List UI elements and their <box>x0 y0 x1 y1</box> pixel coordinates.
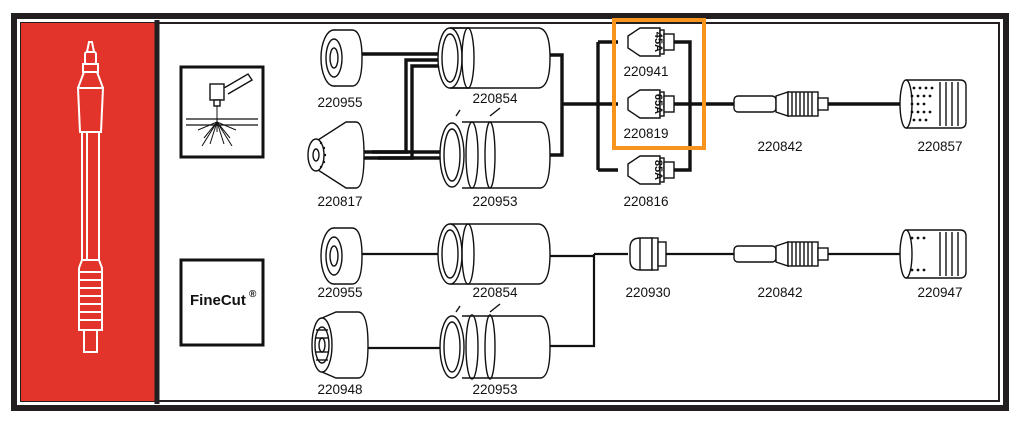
electrode-top: 220842 <box>733 91 829 154</box>
finecut-registered-mark: ® <box>249 289 257 300</box>
nozzle-65a: 65A 220819 <box>623 89 675 141</box>
shield-cup-row2: 220817 <box>307 121 365 209</box>
nozzle-85a: 85A 220816 <box>623 155 675 209</box>
part-number: 220953 <box>472 382 517 397</box>
retaining-cap-row3: 220854 <box>437 223 551 300</box>
torch-icon <box>76 41 105 353</box>
swirl-ring-top: 220857 <box>899 79 967 154</box>
amp-label: 45A <box>652 32 664 52</box>
part-number: 220955 <box>317 285 362 300</box>
shield-cup-row3: 220955 <box>317 227 363 300</box>
part-number: 220842 <box>757 139 802 154</box>
swirl-ring-bottom: 220947 <box>899 229 967 300</box>
nozzle-45a: 45A 220941 <box>623 27 675 79</box>
part-number: 220842 <box>757 285 802 300</box>
electrode-bottom: 220842 <box>733 241 829 300</box>
shield-cup-row4: 220948 <box>311 311 369 397</box>
part-number: 220857 <box>917 139 962 154</box>
torch-panel <box>21 23 156 401</box>
part-number: 220930 <box>625 285 670 300</box>
part-number: 220948 <box>317 382 362 397</box>
amp-label: 85A <box>652 160 664 180</box>
finecut-box: FineCut ® <box>179 258 265 347</box>
part-number: 220819 <box>623 126 668 141</box>
retaining-cap-row2: 220953 <box>439 107 551 209</box>
highlight-box <box>612 18 706 150</box>
part-number: 220854 <box>472 91 518 106</box>
connection-lines <box>362 40 902 350</box>
cutting-process-icon <box>179 65 265 159</box>
part-number: 220854 <box>472 285 518 300</box>
amp-label: 65A <box>652 94 664 114</box>
nozzle-finecut: 220930 <box>625 237 671 300</box>
part-number: 220955 <box>317 95 362 110</box>
part-number: 220816 <box>623 194 668 209</box>
retaining-cap-row1: 220854 <box>437 27 551 106</box>
finecut-label: FineCut <box>190 292 246 309</box>
part-number: 220941 <box>623 64 668 79</box>
shield-cup-row1: 220955 <box>317 29 363 110</box>
part-number: 220953 <box>472 194 517 209</box>
retaining-cap-row4: 220953 <box>439 303 551 397</box>
part-number: 220947 <box>917 285 962 300</box>
part-number: 220817 <box>317 194 362 209</box>
